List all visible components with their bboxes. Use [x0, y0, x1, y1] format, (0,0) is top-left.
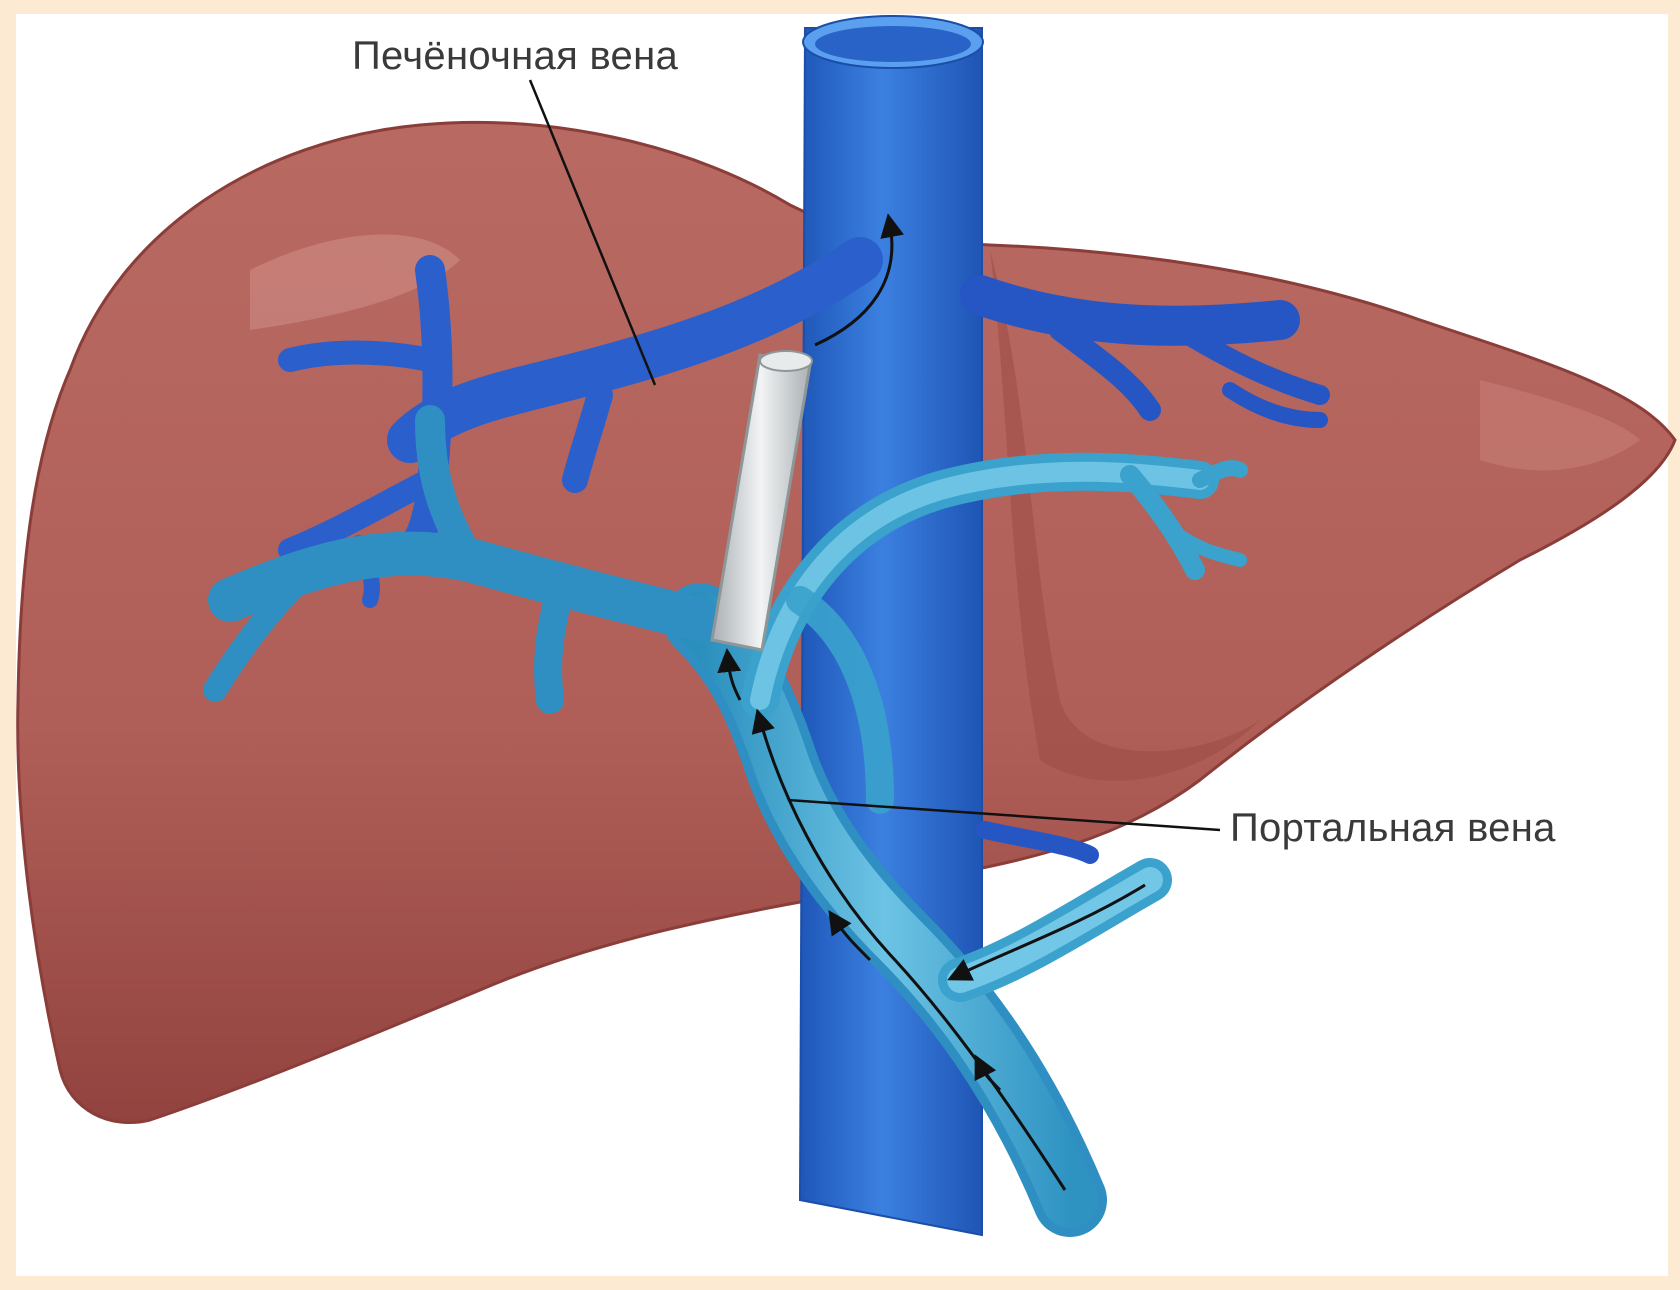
vena-cava-lumen — [815, 26, 971, 62]
portal-vein-label: Портальная вена — [1230, 806, 1556, 851]
hepatic-vein-label: Печёночная вена — [352, 34, 678, 79]
